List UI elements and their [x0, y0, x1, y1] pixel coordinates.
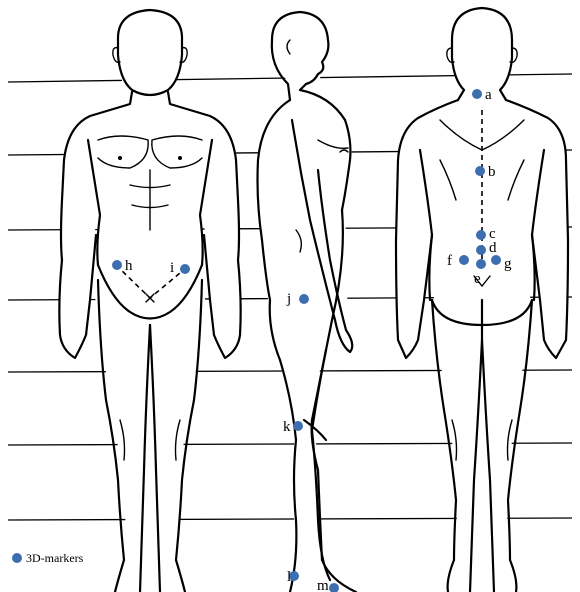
legend-label: 3D-markers — [26, 551, 84, 565]
back-view-figure — [396, 8, 569, 592]
marker-e-label: e — [474, 271, 481, 287]
marker-f-label: f — [447, 253, 452, 269]
marker-j-dot — [299, 294, 309, 304]
marker-j-label: j — [286, 291, 291, 307]
marker-h-dot — [112, 260, 122, 270]
marker-i-dot — [180, 264, 190, 274]
marker-g-label: g — [504, 256, 512, 272]
marker-d-dot — [476, 245, 486, 255]
marker-d-label: d — [489, 240, 497, 256]
marker-k-dot — [293, 421, 303, 431]
front-view-figure — [59, 8, 241, 592]
marker-a-label: a — [485, 87, 492, 103]
marker-c-dot — [476, 230, 486, 240]
marker-h-label: h — [125, 258, 133, 274]
marker-b-label: b — [488, 164, 496, 180]
marker-e-dot — [476, 259, 486, 269]
legend-marker-icon — [12, 553, 22, 563]
marker-k-label: k — [283, 419, 291, 435]
marker-a-dot — [472, 89, 482, 99]
legend: 3D-markers — [12, 551, 84, 565]
marker-m-label: m — [317, 578, 329, 592]
marker-l-label: l — [287, 569, 291, 585]
marker-g-dot — [491, 255, 501, 265]
marker-b-dot — [475, 166, 485, 176]
marker-i-label: i — [170, 260, 174, 276]
marker-f-dot — [459, 255, 469, 265]
